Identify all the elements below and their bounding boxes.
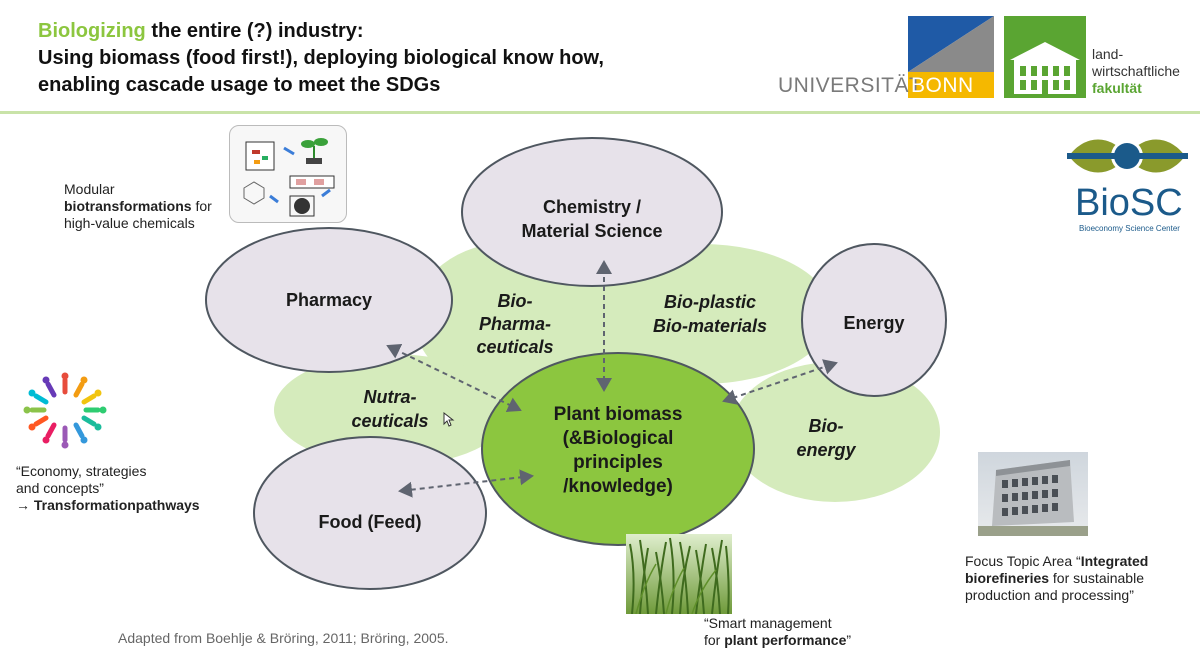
smart-management-note: “Smart management for plant performance” xyxy=(704,615,852,648)
center-biomass-node xyxy=(481,352,755,546)
biosc-name: BioSC xyxy=(1075,182,1183,224)
faculty-building-icon xyxy=(1004,16,1086,98)
pharmacy-label: Pharmacy xyxy=(285,290,373,310)
title-highlight: Biologizing xyxy=(38,20,146,42)
faculty-name-line3: fakultät xyxy=(1092,80,1142,96)
people-circle-icon xyxy=(23,372,107,449)
faculty-logo: land- wirtschaftliche fakultät xyxy=(1004,16,1194,102)
center-label: Plant biomass (&Biological principles /k… xyxy=(553,404,683,497)
economy-note: “Economy, strategies and concepts” → Tra… xyxy=(16,463,200,513)
bioplastic-label: Bio-plastic Bio-materials xyxy=(652,292,768,336)
biosc-logo: BioSC Bioeconomy Science Center xyxy=(1065,132,1190,237)
title-line1: the entire (?) industry: xyxy=(145,20,364,42)
arrow-center-energy xyxy=(722,359,838,405)
biotransformation-illustration xyxy=(229,125,347,223)
biosc-emblem-icon xyxy=(1067,139,1188,173)
bioenergy-label: Bio- energy xyxy=(796,416,856,460)
building-icon xyxy=(978,460,1088,536)
grass-icon xyxy=(629,537,730,614)
faculty-name-line1: land- xyxy=(1092,46,1124,62)
university-name: UNIVERSITÄT xyxy=(778,74,923,97)
university-city: BONN xyxy=(911,74,974,97)
title-line2: Using biomass (food first!), deploying b… xyxy=(38,47,604,69)
biorefinery-building-photo xyxy=(978,452,1088,536)
energy-node xyxy=(801,243,947,397)
biosc-subtitle: Bioeconomy Science Center xyxy=(1079,224,1180,233)
food-label: Food (Feed) xyxy=(318,512,422,532)
title-line3: enabling cascade usage to meet the SDGs xyxy=(38,74,441,96)
biopharma-label: Bio- Pharma- ceuticals xyxy=(476,291,554,357)
chemistry-node xyxy=(461,137,723,287)
energy-label: Energy xyxy=(843,313,905,333)
university-bonn-logo: UNIVERSITÄT BONN xyxy=(778,16,998,102)
pharmacy-node xyxy=(205,227,453,373)
citation: Adapted from Boehlje & Bröring, 2011; Br… xyxy=(118,630,449,646)
chemistry-label: Chemistry / Material Science xyxy=(521,197,663,241)
nutra-label: Nutra- ceuticals xyxy=(351,387,429,431)
biotransformation-scheme-icon xyxy=(243,138,335,217)
title-divider xyxy=(0,111,1200,114)
modular-note: Modular biotransformations for high-valu… xyxy=(64,181,212,231)
mouse-cursor-icon xyxy=(443,412,455,427)
arrow-center-pharmacy xyxy=(386,344,522,412)
plant-photo xyxy=(626,534,732,614)
focus-topic-note: Focus Topic Area “Integrated biorefineri… xyxy=(965,553,1149,603)
arrow-center-food xyxy=(398,469,534,498)
bonn-emblem-icon xyxy=(908,16,994,98)
slide-title: Biologizing the entire (?) industry: Usi… xyxy=(38,18,758,99)
faculty-name-line2: wirtschaftliche xyxy=(1092,63,1180,79)
